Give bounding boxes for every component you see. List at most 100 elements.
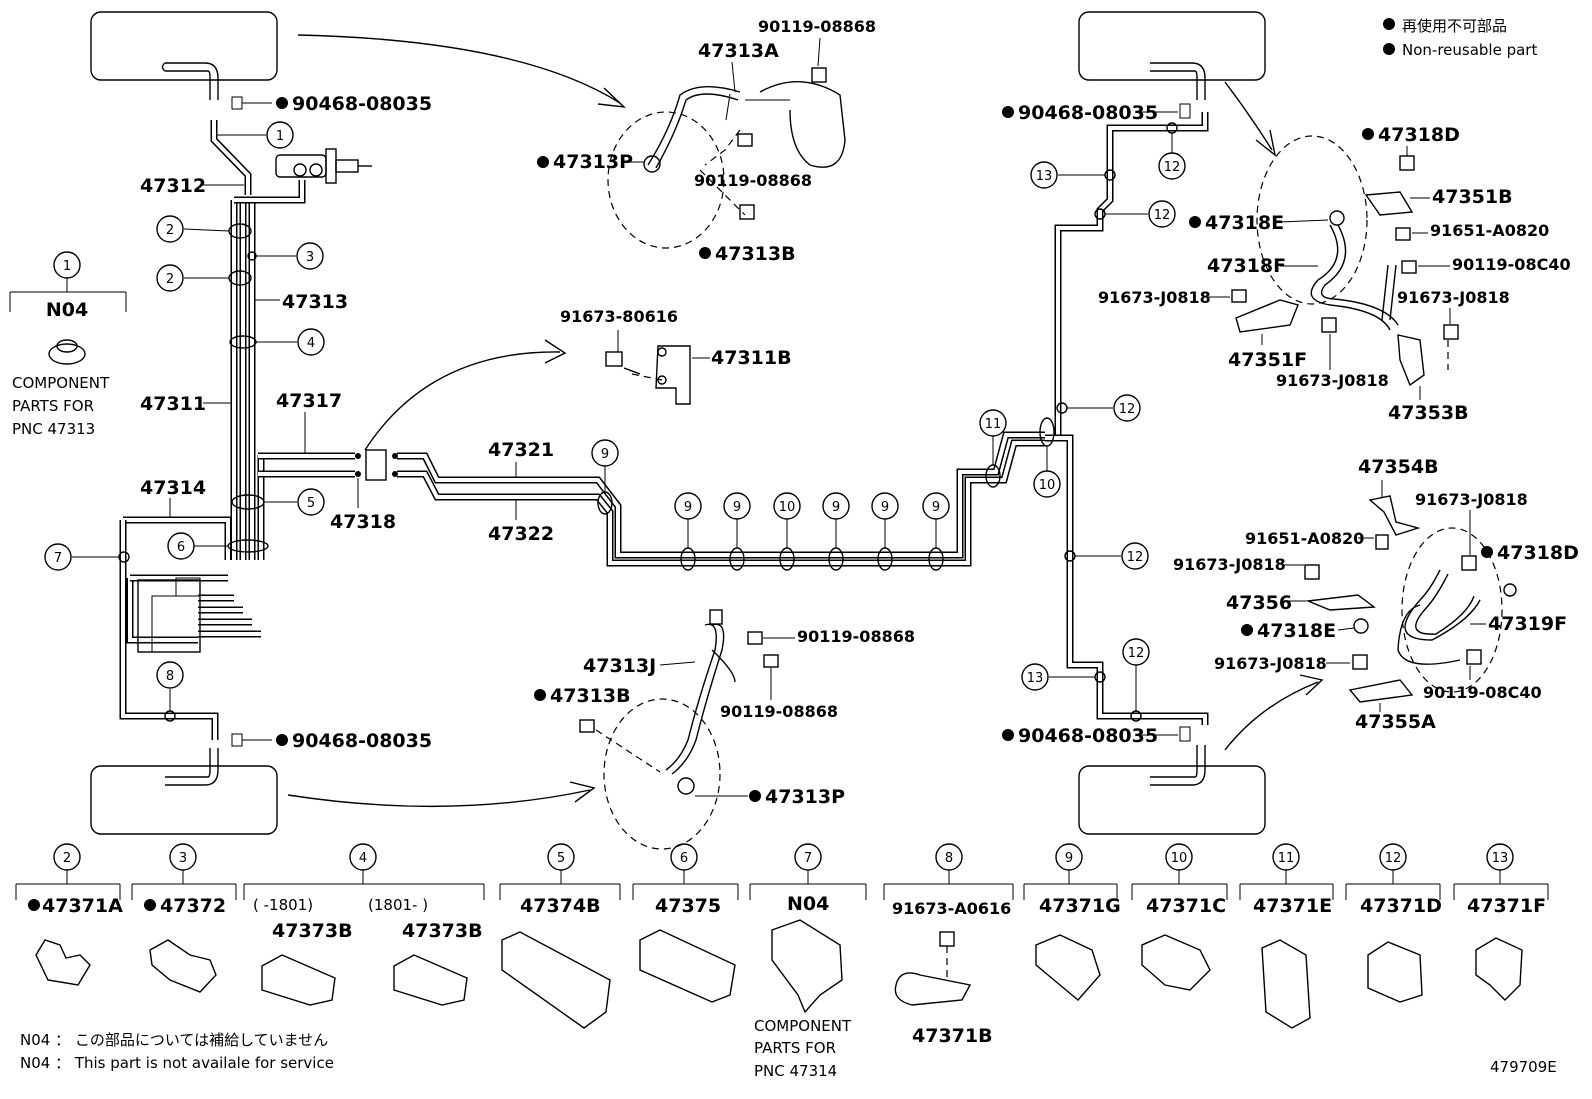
label-n04-left: N04 — [46, 299, 88, 321]
callout-6: 6 — [177, 540, 185, 555]
callout-12b: 12 — [1127, 550, 1144, 565]
callout-12d: 12 — [1164, 160, 1181, 175]
non-reusable-dot-icon — [1362, 128, 1374, 140]
catalog-part-4a: 47373B — [272, 920, 353, 942]
catalog-part-2: 47371A — [42, 895, 123, 917]
label-47312: 47312 — [140, 175, 206, 197]
right-pipes — [1045, 112, 1209, 725]
non-reusable-dot-icon — [1002, 729, 1014, 741]
catalog-callout-12: 12 — [1385, 851, 1402, 866]
label-90119-top-a: 90119-08868 — [758, 17, 876, 36]
callout-10b: 10 — [1039, 478, 1056, 493]
label-47356: 47356 — [1226, 592, 1292, 614]
catalog-part-9: 47371G — [1039, 895, 1121, 917]
legend-en: Non-reusable part — [1402, 41, 1537, 59]
label-91673-bottom-b: 91673-J0818 — [1173, 555, 1286, 574]
arrows — [287, 34, 1324, 808]
callout-2b: 2 — [166, 272, 174, 287]
label-47318D-bottom: 47318D — [1497, 542, 1579, 564]
label-91673-bottom-a: 91673-J0818 — [1415, 490, 1528, 509]
label-91651-bottom: 91651-A0820 — [1245, 529, 1364, 548]
label-90468-top-left: 90468-08035 — [292, 93, 432, 115]
non-reusable-dot-icon — [276, 734, 288, 746]
label-91673-top-c: 91673-J0818 — [1276, 371, 1389, 390]
clamp-catalog: 2 47371A 3 47372 4 ( -1801) (1801- ) 473… — [15, 843, 1549, 1080]
wheel-front-left — [90, 11, 278, 100]
label-90119-08C40-bottom: 90119-08C40 — [1423, 683, 1542, 702]
catalog-part-11: 47371E — [1253, 895, 1332, 917]
label-47353B: 47353B — [1388, 402, 1469, 424]
catalog-callout-5: 5 — [557, 851, 565, 866]
label-47351B: 47351B — [1432, 186, 1513, 208]
callout-1: 1 — [276, 129, 284, 144]
callout-10a: 10 — [779, 500, 796, 515]
catalog-callout-13: 13 — [1492, 851, 1509, 866]
detail-mid-center: 91673-80616 47311B — [560, 307, 792, 405]
catalog-part-10: 47371C — [1146, 895, 1226, 917]
label-47313B-top: 47313B — [715, 243, 796, 265]
non-reusable-dot-icon — [1383, 43, 1395, 55]
label-47354B: 47354B — [1358, 456, 1439, 478]
detail-bottom-center: 90119-08868 47313J 47313B 90119-08868 47… — [534, 609, 915, 850]
catalog-callout-10: 10 — [1171, 851, 1188, 866]
label-90468-bottom-right: 90468-08035 — [1018, 725, 1158, 747]
callout-7: 7 — [54, 551, 62, 566]
non-reusable-dot-icon — [1189, 216, 1201, 228]
label-47313P-top: 47313P — [553, 151, 633, 173]
catalog-callout-9: 9 — [1065, 851, 1073, 866]
label-47311: 47311 — [140, 393, 206, 415]
label-47318E-bottom: 47318E — [1257, 620, 1336, 642]
label-91673-bottom-c: 91673-J0818 — [1214, 654, 1327, 673]
non-reusable-dot-icon — [1002, 106, 1014, 118]
center-pipe — [355, 431, 1045, 567]
catalog-range-a: ( -1801) — [253, 896, 313, 914]
callout-13a: 13 — [1036, 169, 1053, 184]
label-47313B-bottom: 47313B — [550, 685, 631, 707]
label-90119-bottom-a: 90119-08868 — [797, 627, 915, 646]
callout-9b: 9 — [684, 500, 692, 515]
label-47313: 47313 — [282, 291, 348, 313]
label-47313A: 47313A — [698, 40, 779, 62]
callout-11: 11 — [985, 417, 1002, 432]
non-reusable-dot-icon — [534, 689, 546, 701]
label-47355A: 47355A — [1355, 711, 1436, 733]
callout-12c: 12 — [1154, 208, 1171, 223]
component-parts-line2: PARTS FOR — [12, 397, 94, 415]
footer: N04 ： この部品については補給していません N04 ： This part … — [20, 1031, 1557, 1076]
diagram-id: 479709E — [1490, 1058, 1557, 1076]
catalog-callout-11: 11 — [1278, 851, 1295, 866]
right-bolt-labels: 90468-08035 90468-08035 — [1002, 102, 1191, 747]
footer-n04-en: N04 ： This part is not availale for serv… — [20, 1054, 334, 1072]
label-90119-bottom-b: 90119-08868 — [720, 702, 838, 721]
label-47351F: 47351F — [1228, 349, 1307, 371]
pipe-clamp-markers — [118, 122, 1178, 722]
label-91673-top-a: 91673-J0818 — [1098, 288, 1211, 307]
callout-9a: 9 — [601, 447, 609, 462]
non-reusable-dot-icon — [28, 899, 40, 911]
label-47313J: 47313J — [583, 655, 656, 677]
catalog-note-7-line3: PNC 47314 — [754, 1062, 837, 1080]
label-90119-08C40-top: 90119-08C40 — [1452, 255, 1571, 274]
label-91651-top: 91651-A0820 — [1430, 221, 1549, 240]
catalog-part-6: 47375 — [655, 895, 721, 917]
detail-top-right: 47318D 47351B 47318E 91651-A0820 47318F … — [1098, 124, 1571, 424]
label-47318F: 47318F — [1207, 255, 1286, 277]
label-47313P-bottom: 47313P — [765, 786, 845, 808]
callout-13b: 13 — [1027, 671, 1044, 686]
catalog-part-13: 47371F — [1467, 895, 1546, 917]
wheel-front-right — [1078, 11, 1266, 100]
catalog-part-5: 47374B — [520, 895, 601, 917]
catalog-part-8: 91673-A0616 — [892, 899, 1011, 918]
legend-jp: 再使用不可部品 — [1402, 17, 1507, 35]
catalog-callout-6: 6 — [680, 851, 688, 866]
catalog-note-7-line1: COMPONENT — [754, 1017, 852, 1035]
callout-9d: 9 — [832, 500, 840, 515]
left-labels: 90468-08035 47312 47313 47311 47314 4731… — [9, 93, 554, 752]
catalog-note-7-line2: PARTS FOR — [754, 1039, 836, 1057]
non-reusable-dot-icon — [699, 247, 711, 259]
catalog-range-b: (1801- ) — [368, 896, 428, 914]
catalog-sub-8: 47371B — [912, 1025, 993, 1047]
footer-n04-jp: N04 ： この部品については補給していません — [20, 1031, 328, 1049]
detail-bottom-right: 47354B 91673-J0818 91651-A0820 47318D 91… — [1173, 456, 1579, 733]
